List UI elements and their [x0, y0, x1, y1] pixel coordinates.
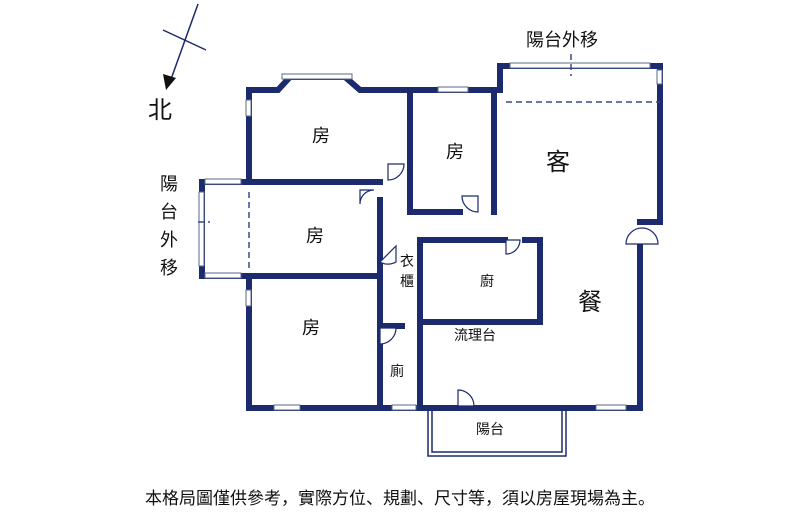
window-left-top [245, 99, 252, 117]
door-main [625, 227, 659, 245]
window-left-balcony-side [198, 191, 205, 267]
counter-label: 流理台 [454, 328, 496, 344]
room-bedroom-mid-label: 房 [306, 226, 324, 247]
door-small-bedroom [461, 195, 479, 213]
window-left-bottom [245, 289, 252, 307]
balcony-left-char-1: 陽 [160, 174, 178, 195]
window-right-top [509, 62, 651, 69]
windows [198, 62, 663, 411]
window-bottom-left [273, 404, 301, 411]
door-kitchen [505, 239, 521, 255]
room-dining-label: 餐 [578, 288, 602, 316]
door-bath [379, 327, 397, 345]
compass: 北 [148, 3, 207, 124]
door-bedroom-top [387, 163, 405, 181]
balcony-bottom [427, 408, 567, 457]
balcony-top-label: 陽台外移 [526, 30, 598, 51]
closet-label-2: 櫃 [400, 274, 414, 290]
balcony-left-char-3: 外 [160, 230, 178, 251]
door-closet [379, 244, 397, 265]
window-bottom-bath [391, 404, 417, 411]
window-top-bay [281, 73, 353, 80]
closet-label-1: 衣 [400, 254, 414, 270]
disclaimer-note: 本格局圖僅供參考，實際方位、規劃、尺寸等，須以房屋現場為主。 [145, 489, 655, 509]
window-top-small [437, 86, 469, 93]
room-balcony-bottom-label: 陽台 [476, 422, 504, 438]
room-bedroom-top-label: 房 [312, 126, 330, 147]
window-left-balcony-bottom [204, 272, 242, 279]
room-bedroom-small-label: 房 [446, 142, 464, 163]
window-bottom-right [595, 404, 627, 411]
window-right-side [656, 69, 663, 85]
compass-north-label: 北 [148, 96, 172, 124]
room-bath-label: 廁 [390, 363, 404, 380]
balcony-left-char-2: 台 [160, 202, 178, 223]
window-left-balcony-top [204, 178, 242, 185]
doors [359, 163, 659, 407]
balcony-left-char-4: 移 [160, 258, 178, 279]
room-bedroom-bottom-label: 房 [302, 318, 320, 339]
compass-cross-line [162, 29, 207, 51]
compass-arrow-line [169, 3, 199, 83]
original-walls-dashed [198, 54, 660, 272]
door-bedroom-mid [359, 189, 375, 205]
compass-arrow-head [163, 74, 176, 90]
room-living-label: 客 [546, 148, 570, 176]
room-kitchen-label: 廚 [480, 273, 494, 290]
door-balcony [457, 389, 475, 407]
